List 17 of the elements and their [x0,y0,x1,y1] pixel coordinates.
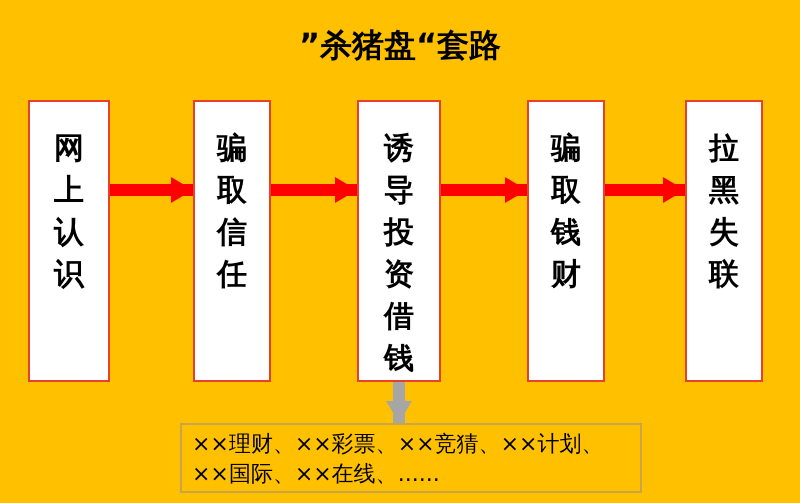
step-box [28,100,110,382]
step-text: 拉黑失联 [707,130,740,294]
title: ”杀猪盘“套路 [298,25,502,66]
step-box [527,100,605,382]
arrow [110,177,193,203]
step-text: 诱导投资借钱 [382,130,415,378]
step-text: 网上认识 [52,130,86,294]
list-box [180,423,642,493]
step-text: 骗取钱财 [549,130,582,294]
arrow [386,382,412,423]
step-box [685,100,763,382]
list-text: ××理财、××彩票、××竞猜、××计划、××国际、××在线、...... [192,431,604,489]
arrow [271,177,357,203]
arrow [441,177,527,203]
step-box [357,100,441,382]
step-text: 骗取信任 [215,130,248,294]
step-box [193,100,271,382]
